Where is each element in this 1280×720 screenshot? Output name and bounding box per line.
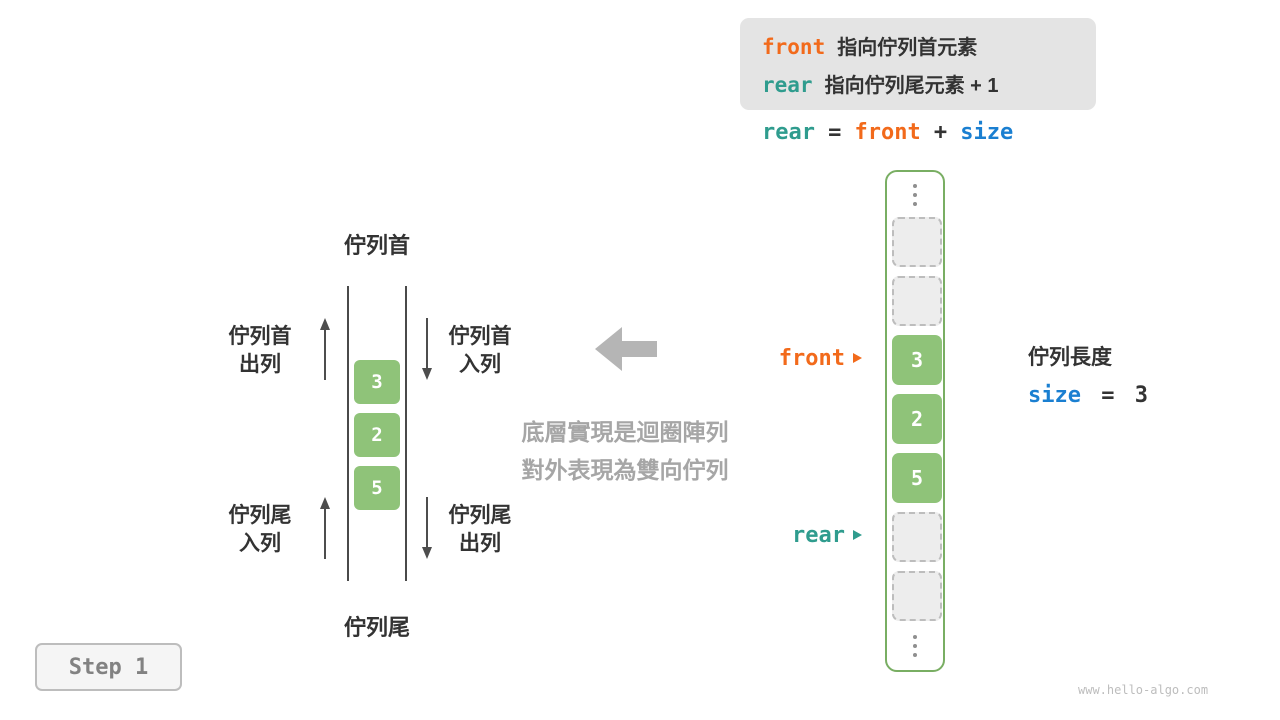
note-line: 底層實現是迴圈陣列	[521, 419, 729, 445]
size-keyword: size	[1028, 383, 1081, 408]
formula-front: front	[854, 120, 921, 145]
size-value-line: size = 3	[1028, 383, 1155, 408]
rear-keyword: rear	[762, 72, 813, 97]
array-cell	[892, 571, 942, 621]
rear-pointer-label: rear	[792, 522, 845, 548]
annotation-line: 佇列首	[448, 325, 512, 348]
rear-dequeue-annotation: 佇列尾 出列	[446, 502, 514, 558]
size-panel: 佇列長度 size = 3	[1028, 341, 1155, 408]
down-arrow-icon	[422, 318, 432, 380]
queue-wall-left	[347, 286, 349, 581]
ellipsis-icon	[887, 635, 943, 657]
front-enqueue-annotation: 佇列首 入列	[446, 323, 514, 379]
annotation-line: 佇列尾	[448, 504, 512, 527]
annotation-line: 佇列首	[228, 325, 292, 348]
array-cell: 5	[892, 453, 942, 503]
annotation-line: 入列	[459, 353, 501, 376]
legend-line-rear: rear 指向佇列尾元素 + 1	[762, 69, 1074, 98]
front-description: 指向佇列首元素	[837, 36, 978, 59]
formula-rear: rear	[762, 120, 815, 145]
queue-rear-label: 佇列尾	[343, 615, 411, 640]
ellipsis-icon	[887, 184, 943, 206]
up-arrow-icon	[320, 318, 330, 380]
size-value: 3	[1134, 383, 1148, 408]
formula-size: size	[960, 120, 1014, 145]
queue-cell: 3	[354, 360, 400, 404]
legend-box: front 指向佇列首元素 rear 指向佇列尾元素 + 1	[740, 18, 1096, 110]
implementation-note: 底層實現是迴圈陣列 對外表現為雙向佇列	[415, 413, 835, 489]
array-cell: 2	[892, 394, 942, 444]
annotation-line: 入列	[239, 532, 281, 555]
queue-length-label: 佇列長度	[1028, 346, 1112, 369]
queue-front-label: 佇列首	[343, 233, 411, 258]
rear-formula: rear = front + size	[762, 119, 1020, 145]
front-pointer-label: front	[778, 345, 845, 371]
note-line: 對外表現為雙向佇列	[521, 457, 729, 483]
left-block-arrow-icon	[595, 327, 657, 371]
step-badge: Step 1	[35, 643, 182, 691]
annotation-line: 出列	[459, 532, 501, 555]
annotation-line: 佇列尾	[228, 504, 292, 527]
array-cell	[892, 512, 942, 562]
array-cell	[892, 217, 942, 267]
annotation-line: 出列	[239, 353, 281, 376]
front-keyword: front	[762, 34, 826, 59]
down-arrow-icon	[422, 497, 432, 559]
queue-wall-right	[405, 286, 407, 581]
watermark: www.hello-algo.com	[1078, 683, 1209, 697]
right-arrow-icon	[853, 353, 862, 363]
formula-equals: =	[828, 120, 842, 145]
front-pointer: front	[730, 345, 862, 371]
rear-description: 指向佇列尾元素 + 1	[824, 74, 999, 97]
array-cell: 3	[892, 335, 942, 385]
queue-cell: 5	[354, 466, 400, 510]
right-arrow-icon	[853, 530, 862, 540]
up-arrow-icon	[320, 497, 330, 559]
array-panel: 3 2 5	[885, 170, 945, 672]
size-equals: =	[1101, 383, 1115, 408]
queue-cell: 2	[354, 413, 400, 457]
rear-enqueue-annotation: 佇列尾 入列	[226, 502, 294, 558]
legend-line-front: front 指向佇列首元素	[762, 31, 1074, 60]
front-dequeue-annotation: 佇列首 出列	[226, 323, 294, 379]
rear-pointer: rear	[730, 522, 862, 548]
array-cell	[892, 276, 942, 326]
formula-plus: +	[933, 120, 948, 145]
